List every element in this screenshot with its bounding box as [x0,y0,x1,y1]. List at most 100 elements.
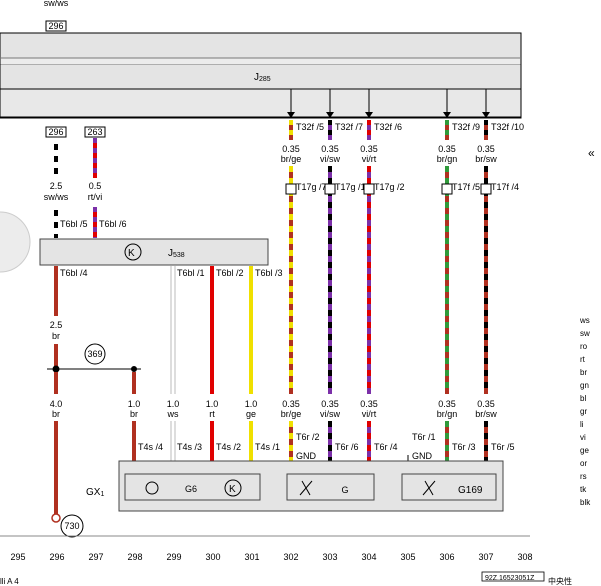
w2-color: rt/vi [88,192,103,202]
j538-out-3-color: ge [246,409,256,419]
j538-label: J538 [168,248,185,259]
j285-w1-color: br/ge [281,154,302,164]
w5-size: 1.0 [128,399,141,409]
j285-w3-color2: vi/rt [362,409,377,419]
splice-dot-right [131,366,137,372]
j285-w5-t17: T17f /4 [491,182,519,192]
j538-out-3-size: 1.0 [245,399,258,409]
j285-wire-br-ge [287,89,295,461]
footer-code-box [481,571,545,582]
ruler-304: 304 [361,552,376,562]
j285-w5-size2: 0.35 [477,399,495,409]
ruler-302: 302 [283,552,298,562]
ref-296: 296 [48,127,63,137]
j285-w5-size: 0.35 [477,144,495,154]
top-ref-box [45,20,67,32]
svg-text:ge: ge [580,446,589,455]
j538-out-2-size: 1.0 [206,399,219,409]
ruler-300: 300 [205,552,220,562]
w4-size: 4.0 [50,399,63,409]
svg-text:gn: gn [580,381,589,390]
w4-color: br [52,409,60,419]
ref-369: 369 [87,349,102,359]
j538-symbol-glyph: K [128,248,135,259]
w1-size: 2.5 [50,181,63,191]
w3-color: br [52,331,60,341]
j285-w1-color2: br/ge [281,409,302,419]
svg-text:rt: rt [580,355,586,364]
j285-w1-size: 0.35 [282,144,300,154]
j538-symbol-icon [124,243,142,261]
module-j538[interactable] [39,238,269,266]
w5-color: br [130,409,138,419]
svg-text:br: br [580,368,587,377]
ruler-301: 301 [244,552,259,562]
svg-text:sw: sw [580,329,590,338]
ref-box-296 [45,126,67,138]
j285-w2-color2: vi/sw [320,409,341,419]
svg-text:gr: gr [580,407,587,416]
w1-pin: T6bl /5 [60,219,88,229]
j285-w4-size2: 0.35 [438,399,456,409]
j538-out-2-t4s: T4s /2 [216,442,241,452]
collapse-chevron-icon[interactable]: « [588,146,595,160]
ground-point [51,513,61,523]
j538-out-1-size: 1.0 [167,399,180,409]
ruler-296: 296 [49,552,64,562]
j285-w2-t32f: T32f /7 [335,122,363,132]
svg-text:ro: ro [580,342,588,351]
j538-out-2-pin: T6bl /2 [216,268,244,278]
svg-text:rs: rs [580,472,587,481]
w2-size: 0.5 [89,181,102,191]
j285-w4-color: br/gn [437,154,458,164]
j285-w4-color2: br/gn [437,409,458,419]
splice-dot [52,365,60,373]
module-g6[interactable] [124,473,261,501]
ruler-298: 298 [127,552,142,562]
w1-color: sw/ws [44,192,69,202]
j285-w1-t32f: T32f /5 [296,122,324,132]
t17-connectors [285,183,492,195]
module-g169[interactable] [401,473,497,501]
w2-pin: T6bl /6 [99,219,127,229]
ref-730: 730 [64,521,79,531]
w3-size: 2.5 [50,320,63,330]
j285-w2-size: 0.35 [321,144,339,154]
top-wire-color-label: sw/ws [44,0,69,8]
g6-sensor-icon [224,479,242,497]
j285-w2-color: vi/sw [320,154,341,164]
ruler-308: 308 [517,552,532,562]
ref-circle-730 [60,514,84,538]
svg-text:or: or [580,459,587,468]
ruler-295: 295 [10,552,25,562]
ruler-297: 297 [88,552,103,562]
j285-w5-color: br/sw [475,154,497,164]
j538-out-1-color: ws [167,409,179,419]
j285-wire-vi-rt [365,89,373,461]
top-ref-number: 296 [48,21,63,31]
j538-out-1-pin: T6bl /1 [177,268,205,278]
svg-text:li: li [580,420,584,429]
t6r-gnd-pin: T6r /1 [412,432,436,442]
j285-w2-t6r: T6r /6 [335,442,359,452]
j285-wire-br-gn [443,89,451,461]
j285-w3-color: vi/rt [362,154,377,164]
svg-text:ws: ws [579,316,590,325]
gx1-label: GX1 [86,487,104,498]
j285-w5-t32f: T32f /10 [491,122,524,132]
module-g[interactable] [286,473,375,501]
svg-text:tk: tk [580,485,587,494]
ref-circle-369 [84,343,106,365]
g6-sensor-glyph: K [229,484,236,495]
module-j285[interactable] [0,32,522,119]
g6-label: G6 [185,484,197,494]
g169-sensor-icon [422,480,436,496]
ruler-305: 305 [400,552,415,562]
j285-w1-t6r: T6r /2 [296,432,320,442]
j285-w5-t6r: T6r /5 [491,442,515,452]
j538-out-3-pin: T6bl /3 [255,268,283,278]
pump-icon [145,481,159,495]
ruler-307: 307 [478,552,493,562]
page-edge-circle [0,211,31,273]
